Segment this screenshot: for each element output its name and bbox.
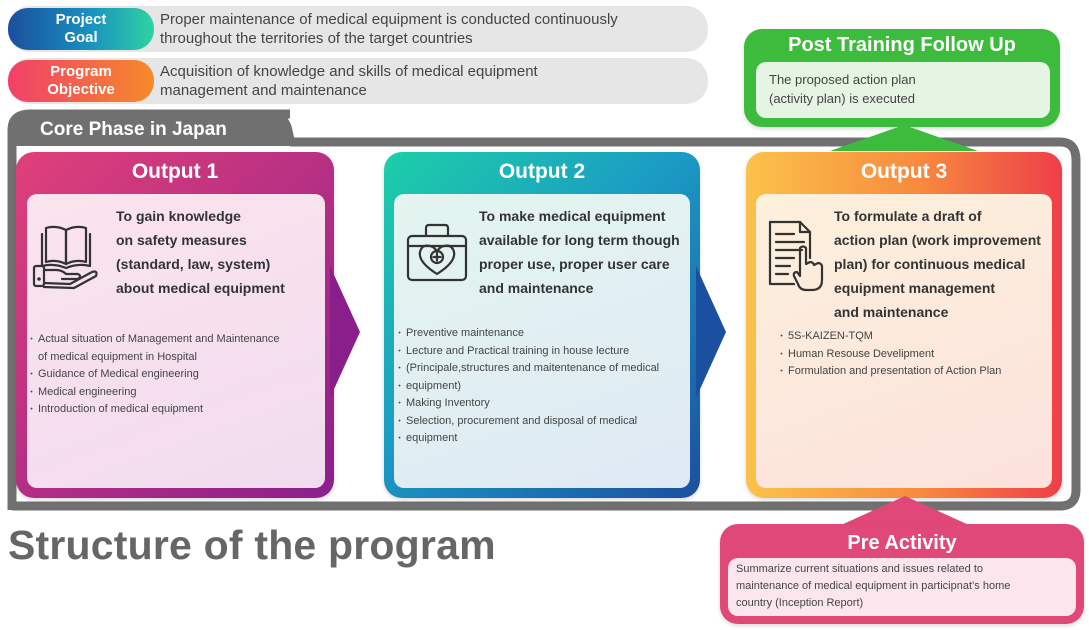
medical-kit-heart-icon [406, 223, 468, 282]
list-item: Making Inventory [395, 395, 688, 413]
output-2-heading-line4: and maintenance [479, 280, 594, 296]
list-item: equipment) [395, 378, 688, 396]
program-objective-badge: Program Objective [8, 60, 154, 102]
output-1-title: Output 1 [131, 160, 219, 183]
list-item: Selection, procurement and disposal of m… [395, 413, 688, 431]
core-phase-label: Core Phase in Japan [40, 119, 227, 140]
pre-activity-text-line1: Summarize current situations and issues … [736, 563, 984, 575]
output-3-title: Output 3 [860, 160, 948, 183]
pre-activity-text-line2: maintenance of medical equipment in part… [736, 580, 1011, 592]
post-training-text-line2: (activity plan) is executed [769, 91, 915, 106]
output-2-heading-line3: proper use, proper user care [479, 256, 670, 272]
pre-activity-inner: Summarize current situations and issues … [728, 558, 1076, 616]
program-objective-text-line1: Acquisition of knowledge and skills of m… [160, 63, 538, 80]
list-item: of medical equipment in Hospital [38, 350, 197, 363]
list-item: Introduction of medical equipment [27, 401, 322, 419]
output-3-heading: To formulate a draft of action plan (wor… [834, 204, 1041, 324]
output-3-heading-line5: and maintenance [834, 304, 949, 320]
program-objective-label-line2: Objective [47, 81, 115, 98]
output-2-title: Output 2 [498, 160, 586, 183]
output-1-heading: To gain knowledge on safety measures (st… [116, 204, 285, 300]
list-item: Human Resouse Develipment [777, 346, 1048, 364]
output-3-heading-line2: action plan (work improvement [834, 232, 1041, 248]
project-goal-label-line2: Goal [64, 29, 98, 46]
program-objective-text: Acquisition of knowledge and skills of m… [160, 62, 538, 100]
list-item: Preventive maintenance [395, 325, 688, 343]
book-in-hand-icon [32, 225, 98, 290]
output-1-heading-line2: on safety measures [116, 232, 247, 248]
list-item: Medical engineering [27, 384, 322, 402]
list-item: equipment [395, 430, 688, 448]
output-2-heading-line1: To make medical equipment [479, 208, 666, 224]
output-3-heading-line3: plan) for continuous medical [834, 256, 1026, 272]
output-2-bullets: Preventive maintenance Lecture and Pract… [395, 325, 688, 448]
project-goal-label-line1: Project [55, 11, 107, 28]
output-1-bullets: Actual situation of Management and Maint… [27, 331, 322, 419]
project-goal-badge: Project Goal [8, 8, 154, 50]
program-objective-label-line1: Program [50, 63, 112, 80]
output-1-heading-line4: about medical equipment [116, 280, 285, 296]
output-2-heading-line2: available for long term though [479, 232, 680, 248]
list-item: Formulation and presentation of Action P… [777, 363, 1048, 381]
output-1-heading-line3: (standard, law, system) [116, 256, 271, 272]
pre-activity-text-line3: country (Inception Report) [736, 597, 864, 609]
page-title: Structure of the program [8, 522, 496, 568]
output-1-heading-line1: To gain knowledge [116, 208, 241, 224]
output-3-heading-line4: equipment management [834, 280, 996, 296]
list-item: Guidance of Medical engineering [27, 366, 322, 384]
list-item: (Principale,structures and maitentenance… [395, 360, 688, 378]
output-3-heading-line1: To formulate a draft of [834, 208, 982, 224]
list-item: 5S-KAIZEN-TQM [777, 328, 1048, 346]
post-training-arrow [830, 125, 978, 151]
output-2-heading: To make medical equipment available for … [479, 204, 680, 300]
output-2-arrow [696, 266, 726, 398]
document-hand-icon [768, 220, 824, 292]
output-3-bullets: 5S-KAIZEN-TQM Human Resouse Develipment … [777, 328, 1048, 381]
project-goal-text: Proper maintenance of medical equipment … [160, 10, 618, 48]
project-goal-text-line2: throughout the territories of the target… [160, 30, 473, 47]
post-training-title: Post Training Follow Up [788, 34, 1016, 56]
post-training-text-line1: The proposed action plan [769, 72, 916, 87]
list-item: Actual situation of Management and Maint… [27, 331, 322, 349]
output-1-arrow [330, 266, 360, 398]
pre-activity-title: Pre Activity [847, 532, 957, 554]
list-item: Lecture and Practical training in house … [395, 343, 688, 361]
post-training-inner: The proposed action plan (activity plan)… [756, 62, 1050, 118]
project-goal-text-line1: Proper maintenance of medical equipment … [160, 11, 618, 28]
pre-activity-arrow [830, 496, 980, 530]
program-objective-text-line2: management and maintenance [160, 82, 367, 99]
